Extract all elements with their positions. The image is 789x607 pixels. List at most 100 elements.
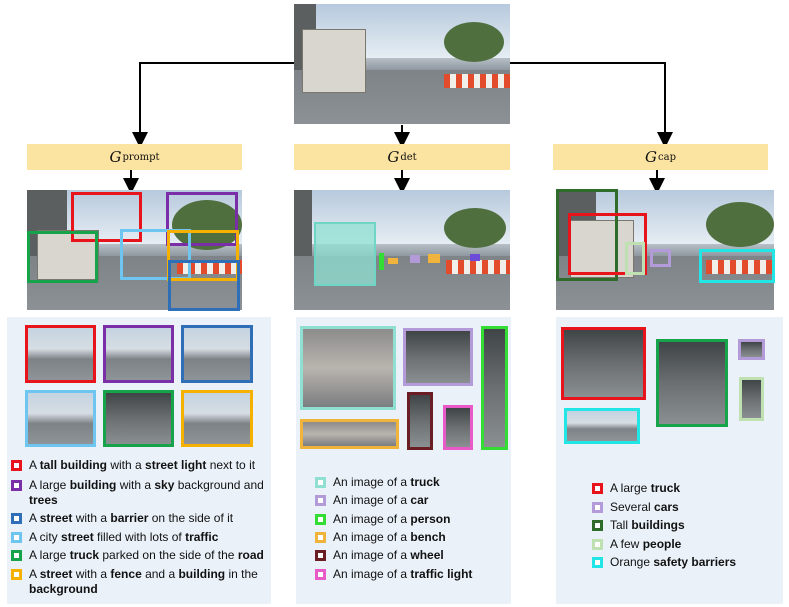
- cap-legend-item-3-marker: [592, 538, 603, 550]
- prompt-legend-item-2: A street with a barrier on the side of i…: [29, 511, 274, 526]
- prompt-box-green: [27, 231, 98, 283]
- prompt-legend-item-2-text-0: A: [29, 511, 40, 525]
- det-crop-bench: [300, 419, 399, 449]
- prompt-legend-item-2-text-1: street: [39, 511, 73, 525]
- prompt-crop-red: [25, 325, 96, 383]
- prompt-legend-item-3-text-3: traffic: [185, 530, 219, 544]
- prompt-legend-item-3-text-2: filled with lots of: [93, 530, 186, 544]
- cap-crop-darkgreen: [656, 339, 728, 427]
- cap-legend-item-3-text-1: people: [642, 536, 682, 551]
- prompt-legend-item-2-text-3: barrier: [110, 511, 149, 525]
- cap-legend-item-4-text-1: safety barriers: [653, 555, 737, 569]
- det-mask-truck: [314, 222, 376, 286]
- generator-prompt-sup: prompt: [122, 151, 160, 163]
- cap-legend-item-1-text-0: Several: [610, 499, 655, 514]
- cap-legend-item-0-marker: [592, 483, 603, 494]
- det-mask-car-2: [428, 254, 440, 263]
- det-legend-item-4-text-0: An image of a: [333, 548, 411, 563]
- det-mask-car-3: [470, 254, 480, 261]
- cap-legend-item-0: A large truck: [610, 481, 780, 496]
- prompt-crop-green: [103, 390, 174, 447]
- generator-det-base: G: [387, 148, 400, 166]
- prompt-box-orange: [167, 230, 239, 281]
- det-legend-item-1: An image of a car: [333, 493, 513, 508]
- prompt-legend-item-1-text-4: background and: [174, 478, 264, 492]
- cap-legend-item-4: Orange safety barriers: [610, 555, 780, 570]
- det-crop-wheel: [407, 392, 433, 450]
- cap-legend-item-0-text-1: truck: [650, 481, 681, 495]
- det-legend-item-2-marker: [315, 513, 326, 525]
- prompt-legend-item-5-text-5: building: [178, 567, 226, 581]
- det-mask-car-1: [410, 255, 420, 263]
- cap-legend-item-1: Several cars: [610, 500, 780, 515]
- cap-legend-item-0-text-0: A large: [610, 481, 651, 495]
- det-legend-item-3-text-0: An image of a: [333, 529, 411, 544]
- det-legend-item-2: An image of a person: [333, 512, 513, 527]
- prompt-legend-item-4-text-2: parked on the side of the: [99, 548, 238, 562]
- det-legend-item-5-text-1: traffic light: [410, 566, 473, 581]
- prompt-box-lightblue: [120, 229, 191, 280]
- cap-legend-item-4-text-0: Orange: [610, 555, 654, 569]
- cap-crop-cyan: [564, 408, 640, 444]
- det-legend-item-0-text-1: truck: [410, 475, 440, 489]
- det-legend-item-3-marker: [315, 531, 326, 543]
- prompt-legend-item-1-text-5: trees: [29, 493, 58, 507]
- prompt-legend-item-5-text-1: street: [39, 567, 73, 581]
- cap-box-lavender: [650, 249, 671, 267]
- det-legend-item-2-text-0: An image of a: [333, 511, 411, 526]
- det-legend-item-0: An image of a truck: [333, 475, 513, 490]
- det-legend-item-5: An image of a traffic light: [333, 567, 513, 582]
- cap-box-cyan: [699, 249, 775, 283]
- prompt-crop-blue: [181, 325, 253, 383]
- cap-legend-item-3: A few people: [610, 537, 780, 552]
- generator-prompt-base: G: [109, 148, 122, 166]
- det-annotated-image: [294, 190, 510, 310]
- cap-legend-item-3-text-0: A few: [610, 536, 643, 551]
- det-crop-traffic-light: [443, 405, 473, 450]
- cap-box-darkgreen: [556, 189, 618, 281]
- cap-crop-red: [561, 327, 646, 400]
- prompt-legend-item-4: A large truck parked on the side of the …: [29, 548, 274, 563]
- prompt-legend-item-2-text-2: with a: [72, 511, 111, 525]
- prompt-legend-item-4-marker: [11, 550, 22, 561]
- prompt-legend-item-5-text-7: background: [29, 582, 98, 596]
- cap-legend-item-4-marker: [592, 557, 603, 568]
- prompt-legend-item-3-text-0: A city: [29, 530, 62, 544]
- prompt-crop-lightblue: [25, 390, 96, 447]
- det-crop-car: [403, 328, 473, 386]
- cap-legend-item-2: Tall buildings: [610, 518, 780, 533]
- cap-legend-item-2-text-0: Tall: [610, 518, 632, 532]
- prompt-box-red: [71, 192, 142, 242]
- prompt-legend-item-5-text-0: A: [29, 567, 40, 581]
- prompt-legend-item-0-text-3: street light: [145, 458, 207, 472]
- arrow-to-prompt: [132, 62, 294, 148]
- det-legend-item-1-marker: [315, 495, 326, 507]
- det-legend-item-4-marker: [315, 550, 326, 562]
- prompt-crop-orange: [181, 390, 253, 447]
- prompt-legend-item-1: A large building with a sky background a…: [29, 478, 274, 508]
- prompt-legend-item-1-marker: [11, 480, 22, 491]
- prompt-legend-item-5-marker: [11, 569, 22, 580]
- prompt-legend-item-5-text-6: in the: [225, 567, 258, 581]
- det-mask-bench: [388, 258, 398, 264]
- det-legend-item-3: An image of a bench: [333, 530, 513, 545]
- prompt-box-purple: [166, 192, 238, 246]
- prompt-legend-item-4-text-1: truck: [69, 548, 100, 562]
- cap-box-palegreen: [625, 242, 645, 275]
- det-legend-item-2-text-1: person: [410, 511, 451, 526]
- prompt-legend-item-3-text-1: street: [61, 530, 94, 544]
- prompt-legend-item-4-text-0: A large: [29, 548, 70, 562]
- cap-legend-item-2-marker: [592, 520, 603, 531]
- det-legend-item-1-text-0: An image of a: [333, 493, 411, 508]
- prompt-legend-item-0-text-1: tall building: [39, 458, 108, 472]
- cap-box-red: [568, 213, 647, 275]
- prompt-legend-item-5-text-3: fence: [110, 567, 142, 581]
- det-legend-item-0-text-0: An image of a: [333, 475, 411, 489]
- prompt-crop-purple: [103, 325, 174, 383]
- prompt-legend-item-0-text-2: with a: [107, 458, 146, 472]
- prompt-legend-item-0-marker: [11, 460, 22, 471]
- prompt-legend-item-5-text-2: with a: [72, 567, 111, 581]
